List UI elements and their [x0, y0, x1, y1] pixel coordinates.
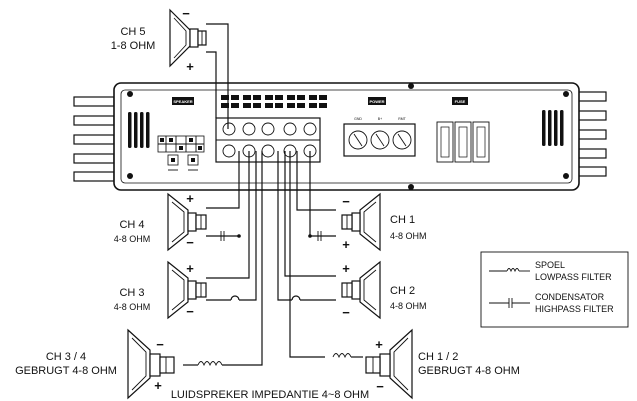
svg-text:RMT: RMT [398, 117, 406, 121]
ch1-minus-sign: − [342, 194, 350, 209]
ch2-minus-sign: − [342, 305, 350, 320]
wire-crossings [230, 295, 301, 301]
heatsink-fins-left [73, 96, 115, 182]
svg-text:GND: GND [354, 117, 362, 121]
capacitor-ch1 [317, 231, 322, 241]
ch12-name: CH 1 / 2 [418, 351, 458, 363]
ch34-name: CH 3 / 4 [46, 351, 86, 363]
ch5-plus-sign: + [186, 59, 194, 74]
ch2-plus-sign: + [342, 261, 350, 276]
vent-slots-left [128, 112, 150, 148]
ch5-minus-sign: − [182, 6, 190, 21]
ch4-impedance: 4-8 OHM [114, 234, 151, 244]
ch12-impedance: GEBRUGT 4-8 OHM [418, 365, 520, 377]
speaker-ch5 [169, 8, 207, 68]
amplifier: SPEAKER [73, 82, 607, 191]
speaker-ch34 [127, 328, 175, 400]
power-terminal-labels: GND B+ RMT [354, 117, 407, 121]
ch12-minus-sign: − [376, 379, 384, 394]
legend-coil-symbol [489, 268, 530, 273]
power-terminal-block [343, 123, 416, 157]
speaker-ch3 [167, 260, 207, 320]
legend-coil-desc: LOWPASS FILTER [535, 272, 612, 282]
coil-ch12 [332, 353, 352, 359]
ch34-minus-sign: − [156, 337, 164, 352]
fuse-label: FUSE [455, 99, 466, 104]
speaker-label: SPEAKER [173, 99, 192, 104]
ch2-name: CH 2 [390, 285, 415, 297]
footer-caption: LUIDSPREKER IMPEDANTIE 4~8 OHM [171, 389, 369, 401]
ch34-impedance: GEBRUGT 4-8 OHM [15, 365, 117, 377]
terminal-labels [221, 95, 327, 108]
ch1-plus-sign: + [342, 237, 350, 252]
speaker-ch12 [365, 328, 413, 400]
ch3-name: CH 3 [119, 287, 144, 299]
wires [183, 23, 363, 366]
ch3-plus-sign: + [186, 261, 194, 276]
fuses [436, 121, 490, 163]
power-label: POWER [369, 99, 384, 104]
ch3-impedance: 4-8 OHM [114, 302, 151, 312]
speaker-ch2 [341, 260, 381, 320]
ch2-impedance: 4-8 OHM [390, 301, 427, 311]
legend-coil-title: SPOEL [535, 260, 565, 270]
ch34-plus-sign: + [154, 378, 162, 393]
svg-text:B+: B+ [378, 117, 382, 121]
control-panel [157, 135, 205, 171]
mounting-screws [127, 83, 569, 190]
wire-junctions [237, 234, 312, 238]
ch5-impedance: 1-8 OHM [111, 40, 156, 52]
speaker-ch1 [341, 192, 381, 252]
ch1-name: CH 1 [390, 214, 415, 226]
ch12-plus-sign: + [375, 337, 383, 352]
speaker-ch4 [167, 192, 207, 252]
speaker-terminal-block [215, 117, 321, 163]
legend-box: SPOEL LOWPASS FILTER CONDENSATOR HIGHPAS… [480, 251, 629, 328]
vent-slots-right [542, 110, 564, 146]
polarity-signs: − + + − + − − + − + + − + − [154, 6, 384, 394]
legend-cap-desc: HIGHPASS FILTER [535, 304, 614, 314]
ch3-minus-sign: − [186, 304, 194, 319]
legend-capacitor-symbol [489, 298, 530, 308]
ch4-name: CH 4 [119, 219, 144, 231]
capacitor-ch4 [220, 231, 225, 241]
ch1-impedance: 4-8 OHM [390, 231, 427, 241]
ch5-name: CH 5 [120, 26, 145, 38]
coil-ch34 [197, 361, 223, 367]
ch4-minus-sign: − [186, 235, 194, 250]
legend-cap-title: CONDENSATOR [535, 292, 605, 302]
ch4-plus-sign: + [186, 191, 194, 206]
